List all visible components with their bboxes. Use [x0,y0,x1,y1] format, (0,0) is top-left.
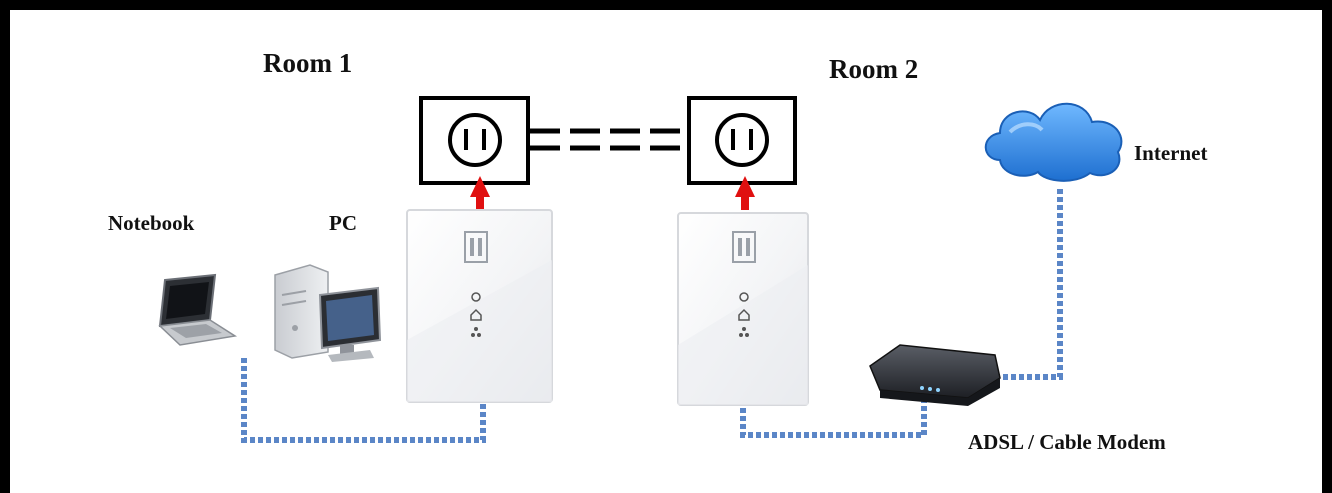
arrow-up-icon [470,176,755,210]
internet-label: Internet [1134,141,1208,165]
power-outlet-room2 [687,96,797,185]
cloud-icon [984,102,1123,182]
cable-pc-to-adapter1 [241,358,486,443]
power-outlet-room1 [419,96,530,185]
ethernet-cables [241,188,1063,443]
laptop-icon [158,273,238,346]
pc-label: PC [329,211,357,235]
cable-adapter2-to-modem [740,398,927,438]
room1-label: Room 1 [263,48,353,78]
power-line [530,128,690,151]
power-outlet-icon [448,113,502,167]
cable-modem-to-internet [995,188,1063,380]
modem-icon [869,344,1001,406]
network-diagram [158,96,1123,443]
power-outlet-icon [715,113,769,167]
room2-label: Room 2 [829,54,919,84]
powerline-adapter-room2 [677,212,809,406]
notebook-label: Notebook [108,211,195,235]
modem-label: ADSL / Cable Modem [968,430,1166,454]
desktop-pc-icon [274,264,382,362]
powerline-adapter-room1 [406,209,553,403]
